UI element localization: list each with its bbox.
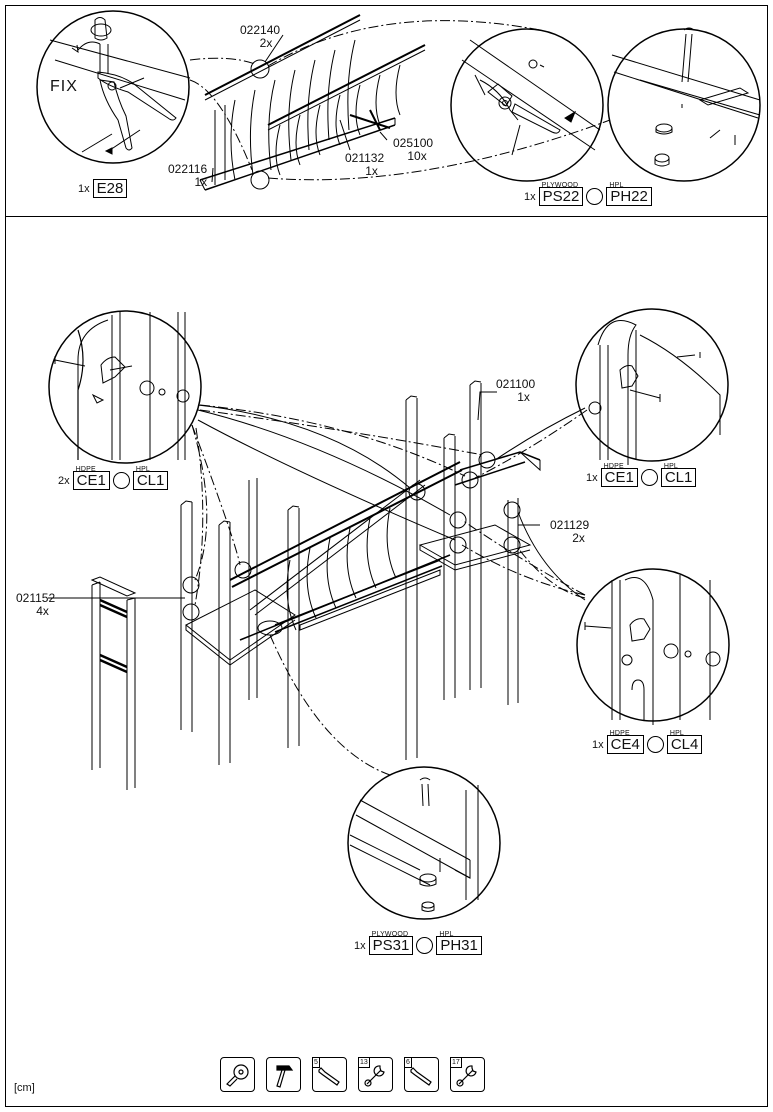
material-label: HPL <box>439 931 454 938</box>
top-leader-lines <box>189 20 611 181</box>
code-text: PH31 <box>440 937 478 954</box>
unit-label: [cm] <box>14 1082 35 1094</box>
component-qty: 1x <box>586 472 598 484</box>
right-lower-detail-circle <box>576 568 730 725</box>
material-label: HDPE <box>75 466 96 473</box>
component-qty: 1x <box>78 183 90 195</box>
component-qty: 2x <box>58 475 70 487</box>
hammer-icon <box>266 1057 301 1092</box>
material-label: HPL <box>663 463 679 470</box>
part-label-022140: 022140 2x <box>240 24 280 50</box>
right-upper-detail-circle <box>575 308 729 465</box>
part-label-025100: 025100 10x <box>393 137 433 163</box>
component-code: E28 <box>92 179 128 198</box>
tool-size-label: 17 <box>450 1057 462 1068</box>
bottom-leader-lines <box>48 391 588 776</box>
part-code: 022140 <box>240 23 281 37</box>
part-code: 025100 <box>393 136 434 150</box>
top-net-assembly <box>199 14 426 191</box>
or-circle-icon <box>112 472 130 489</box>
code-text: PS31 <box>372 937 410 954</box>
part-code: 021100 <box>496 377 536 391</box>
code-text: CL1 <box>136 472 165 489</box>
wrench-icon: 13 <box>358 1057 393 1092</box>
part-code: 022116 <box>168 162 208 176</box>
or-circle-icon <box>416 937 434 954</box>
part-qty: 1x <box>365 164 378 178</box>
tape-measure-icon <box>220 1057 255 1092</box>
tool-size-label: 13 <box>358 1057 370 1068</box>
code-text: CL4 <box>670 736 699 753</box>
component-qty: 1x <box>592 739 604 751</box>
left-bolt-detail-circle <box>48 310 202 464</box>
or-circle-icon <box>646 736 664 753</box>
part-qty: 1x <box>517 390 530 404</box>
code-text: CE4 <box>610 736 640 753</box>
or-circle-icon <box>586 188 604 205</box>
pliers-detail-circle <box>36 10 191 164</box>
material-label: HPL <box>669 730 685 737</box>
material-label: PLYWOOD <box>371 931 409 938</box>
part-qty: 2x <box>259 36 273 50</box>
allen-key-icon: 5 <box>312 1057 347 1092</box>
part-code: 021132 <box>345 151 385 165</box>
code-text: PH22 <box>610 188 648 205</box>
material-label: HDPE <box>609 730 630 737</box>
material-label: HPL <box>135 466 151 473</box>
page-frame <box>5 5 768 1107</box>
code-text: PS22 <box>542 188 580 205</box>
tool-size-label: 5 <box>312 1057 320 1068</box>
material-label: HDPE <box>603 463 624 470</box>
part-qty: 2x <box>572 531 585 545</box>
part-qty: 1x <box>194 175 208 189</box>
wrench-icon: 17 <box>450 1057 485 1092</box>
bolt-detail-circle <box>607 27 761 182</box>
part-qty: 10x <box>407 149 427 163</box>
tool-size-label: 6 <box>404 1057 412 1068</box>
material-label: PLYWOOD <box>541 182 579 189</box>
part-label-021132: 021132 1x <box>345 152 384 178</box>
allen-key-icon: 6 <box>404 1057 439 1092</box>
component-qty: 1x <box>524 191 536 203</box>
playground-structure <box>90 380 541 790</box>
component-qty: 1x <box>354 940 366 952</box>
clamp-detail-circle <box>450 28 604 182</box>
code-text: CE1 <box>76 472 106 489</box>
part-code: 021152 <box>16 591 56 605</box>
part-label-021129: 021129 2x <box>550 519 589 545</box>
code-text: CL1 <box>664 469 693 486</box>
part-label-021100: 021100 1x <box>496 378 535 404</box>
tools-row: 5 13 6 17 <box>220 1057 485 1092</box>
or-circle-icon <box>640 469 658 486</box>
part-label-021152: 021152 4x <box>16 592 55 618</box>
component-e28: 1x E28 <box>78 179 128 198</box>
part-label-022116: 022116 1x <box>168 163 207 189</box>
section-divider <box>5 216 768 217</box>
material-label: HPL <box>609 182 624 189</box>
code-text: CE1 <box>604 469 634 486</box>
part-qty: 4x <box>36 604 49 618</box>
part-code: 021129 <box>550 518 590 532</box>
fix-label: FIX <box>50 78 78 95</box>
bottom-floor-detail-circle <box>347 766 501 920</box>
